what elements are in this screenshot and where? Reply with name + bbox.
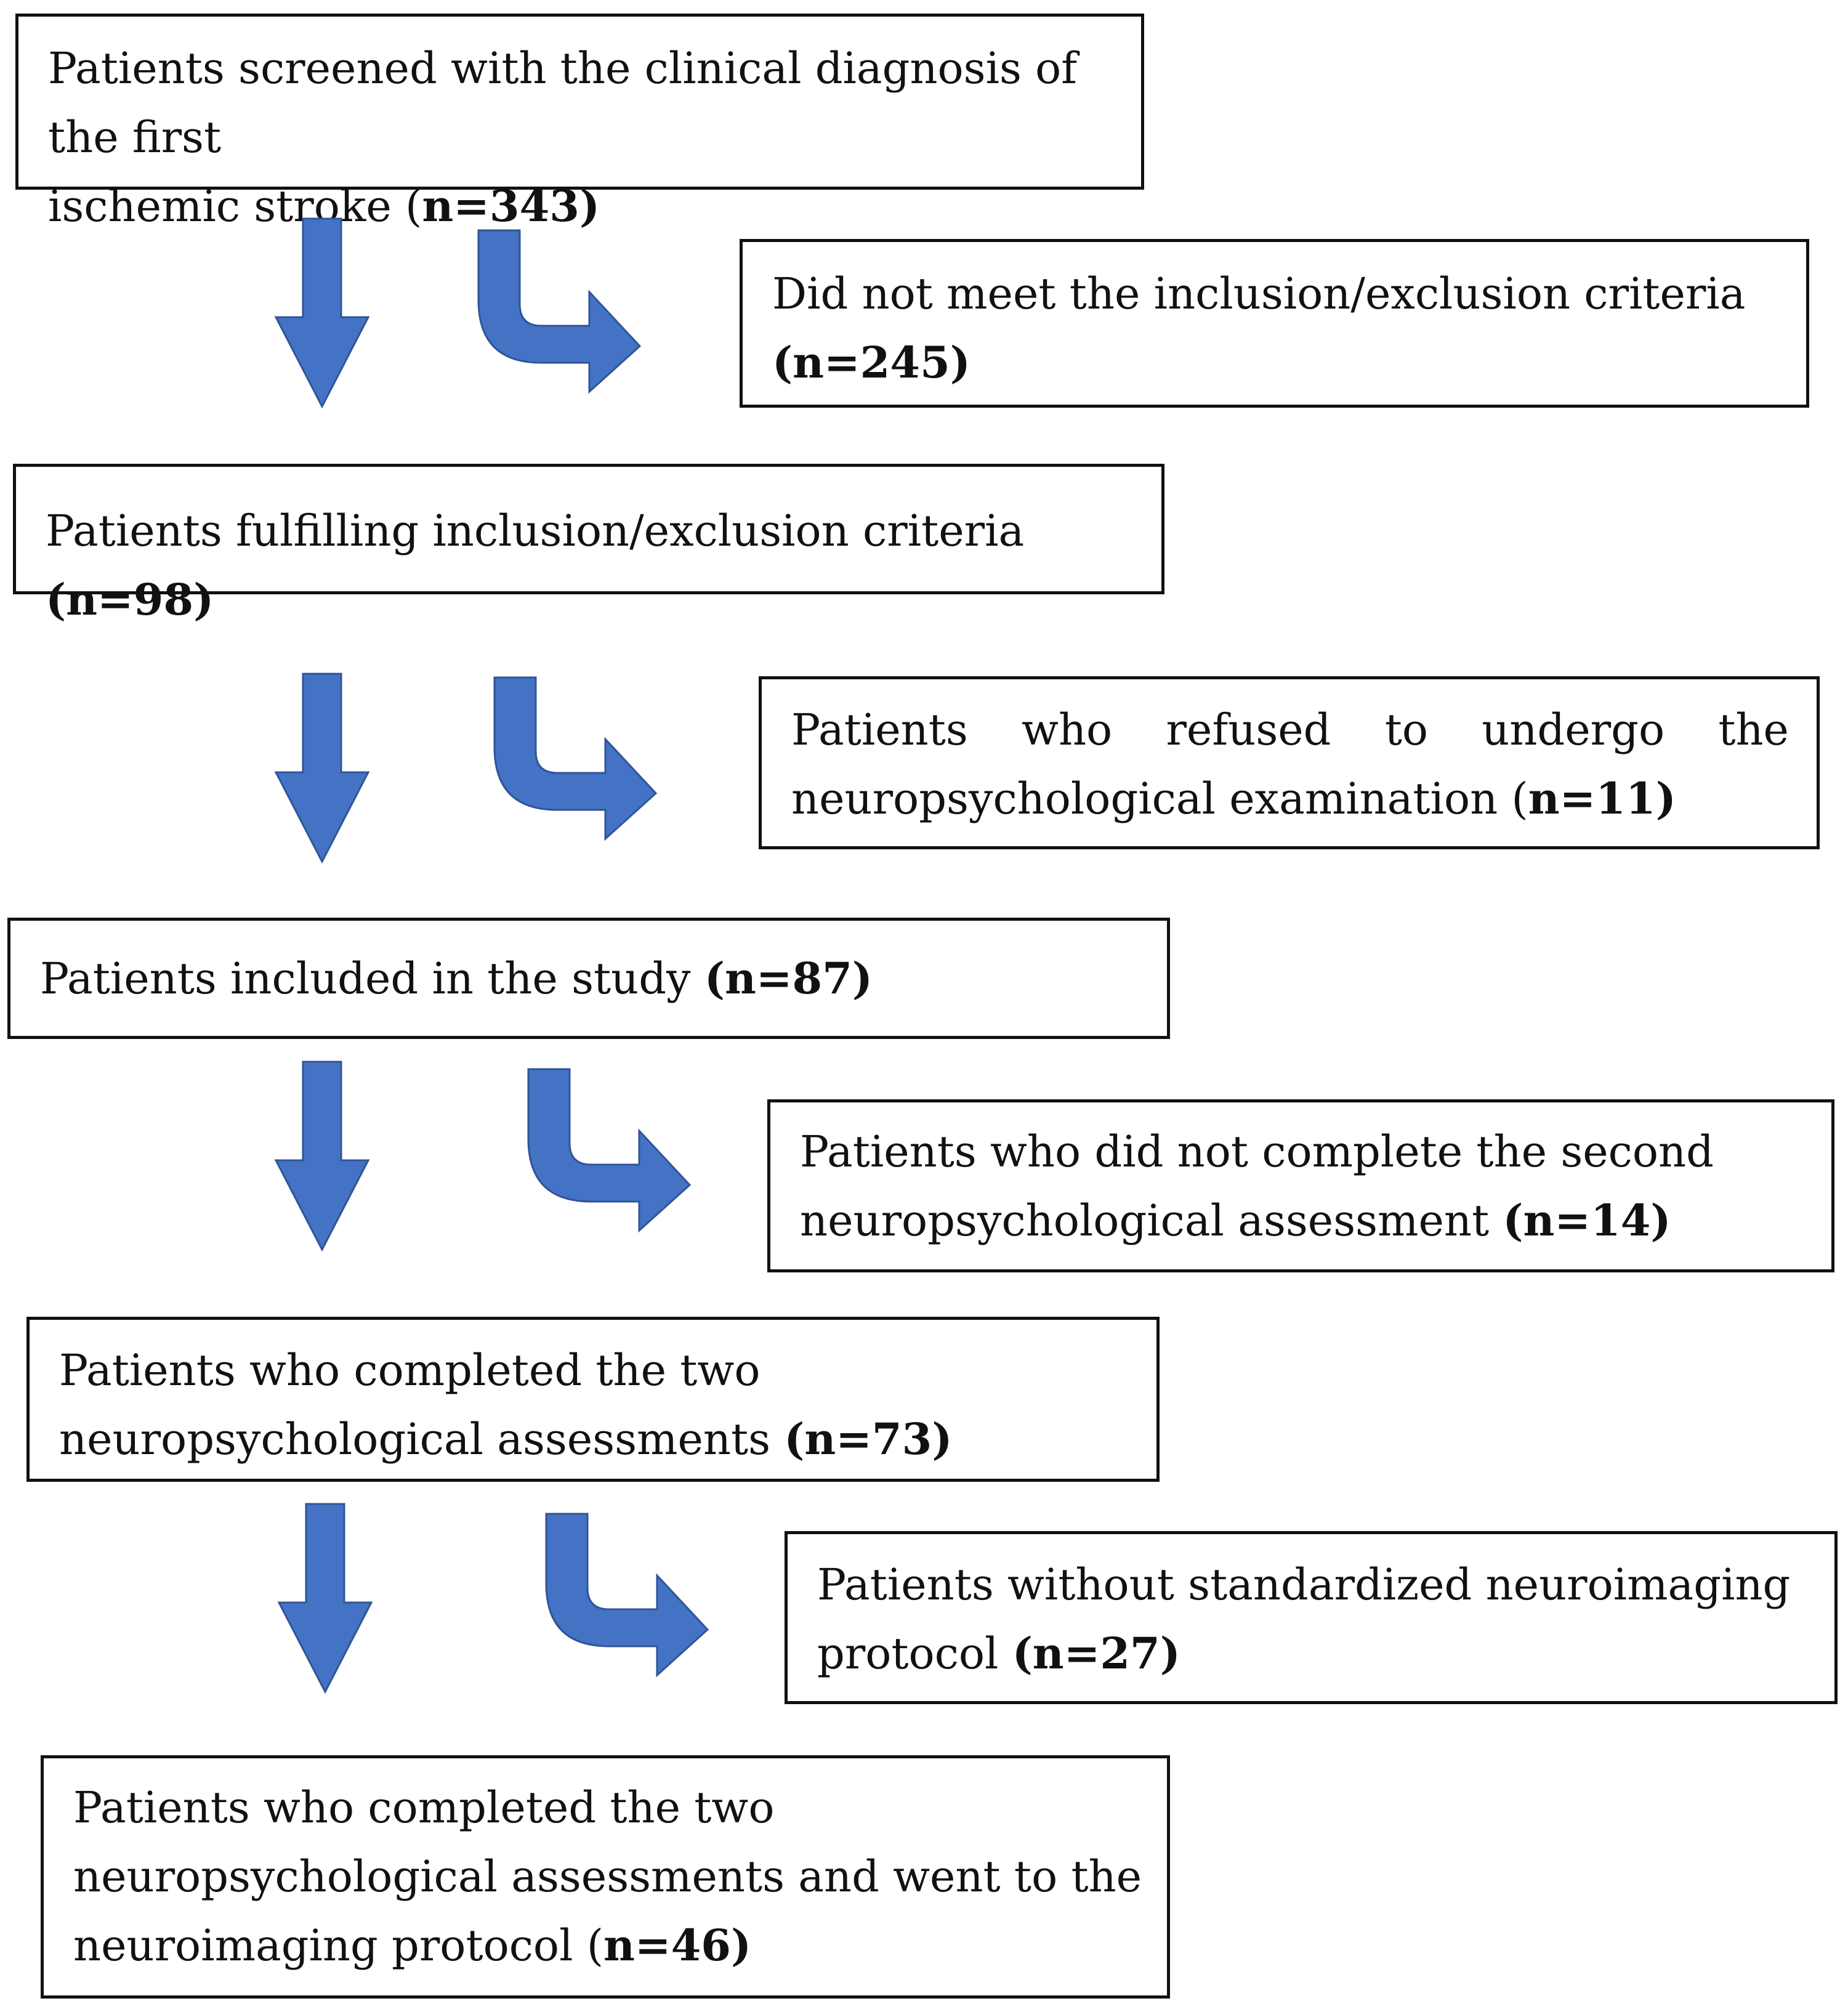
box-no-second-assessment-line2: neuropsychological assessment	[800, 1195, 1503, 1246]
box-included-study: Patients included in the study (n=87)	[7, 918, 1170, 1039]
bent-arrow-2	[493, 676, 658, 841]
box-screened: Patients screened with the clinical diag…	[15, 14, 1144, 232]
box-refused-exam-text: Patients who refused to undergo the neur…	[791, 695, 1789, 833]
box-no-neuroimaging: Patients without standardized neuroimagi…	[785, 1531, 1838, 1704]
box-not-meet-criteria-line1: Did not meet the inclusion/exclusion cri…	[772, 269, 1746, 319]
bent-arrow-4	[545, 1513, 709, 1678]
box-refused-exam-line2: neuropsychological examination (	[791, 774, 1528, 824]
box-no-second-assessment: Patients who did not complete the second…	[767, 1099, 1834, 1272]
box-not-meet-criteria: Did not meet the inclusion/exclusion cri…	[740, 239, 1809, 408]
box-final-cohort-line3: neuroimaging protocol (	[73, 1920, 604, 1971]
down-arrow-2	[274, 673, 370, 864]
box-final-cohort: Patients who completed the two neuropsyc…	[41, 1755, 1170, 1999]
box-final-cohort-count: n=46	[603, 1920, 731, 1971]
box-final-cohort-line2: neuropsychological assessments and went …	[73, 1851, 1142, 1902]
box-no-second-assessment-count: (n=14)	[1503, 1195, 1671, 1246]
box-completed-two-text: Patients who completed the two neuropsyc…	[59, 1336, 952, 1474]
box-screened-text: Patients screened with the clinical diag…	[48, 43, 1078, 232]
box-refused-exam: Patients who refused to undergo the neur…	[759, 676, 1820, 849]
box-no-neuroimaging-line1: Patients without standardized neuroimagi…	[817, 1559, 1791, 1610]
box-final-cohort-text: Patients who completed the two neuropsyc…	[73, 1782, 1142, 1971]
bent-arrow-1	[477, 229, 642, 394]
box-completed-two-line1: Patients who completed the two	[59, 1345, 761, 1396]
box-no-neuroimaging-line2: protocol	[817, 1628, 1012, 1679]
box-fulfilling-criteria-text: Patients fulfilling inclusion/exclusion …	[46, 496, 1161, 634]
box-no-second-assessment-text: Patients who did not complete the second…	[800, 1117, 1714, 1255]
box-fulfilling-criteria: Patients fulfilling inclusion/exclusion …	[13, 464, 1164, 625]
box-included-study-count: (n=87)	[704, 953, 873, 1004]
box-no-neuroimaging-count: (n=27)	[1012, 1628, 1180, 1679]
box-screened-line2: ischemic stroke (	[48, 181, 422, 232]
down-arrow-4	[277, 1503, 373, 1694]
box-final-cohort-line1: Patients who completed the two	[73, 1782, 775, 1833]
box-refused-exam-line1: Patients who refused to undergo the	[791, 705, 1789, 755]
box-completed-two-count: (n=73)	[784, 1413, 953, 1465]
box-completed-two: Patients who completed the two neuropsyc…	[26, 1317, 1160, 1482]
box-screened-count: n=343	[422, 180, 579, 232]
box-fulfilling-criteria-label: Patients fulfilling inclusion/exclusion …	[46, 506, 1025, 556]
box-screened-line1: Patients screened with the clinical diag…	[48, 43, 1078, 163]
box-not-meet-criteria-text: Did not meet the inclusion/exclusion cri…	[772, 269, 1746, 388]
bent-arrow-3	[527, 1068, 692, 1233]
box-included-study-label: Patients included in the study	[40, 953, 704, 1004]
down-arrow-1	[274, 217, 370, 409]
box-fulfilling-criteria-count: (n=98)	[46, 574, 214, 625]
box-not-meet-criteria-count: n=245	[793, 337, 950, 388]
down-arrow-3	[274, 1061, 370, 1252]
box-refused-exam-count: n=11	[1528, 773, 1656, 824]
box-included-study-text: Patients included in the study (n=87)	[40, 944, 873, 1013]
box-no-second-assessment-line1: Patients who did not complete the second	[800, 1126, 1714, 1177]
box-no-neuroimaging-text: Patients without standardized neuroimagi…	[817, 1550, 1790, 1688]
box-completed-two-line2: neuropsychological assessments	[59, 1414, 785, 1465]
